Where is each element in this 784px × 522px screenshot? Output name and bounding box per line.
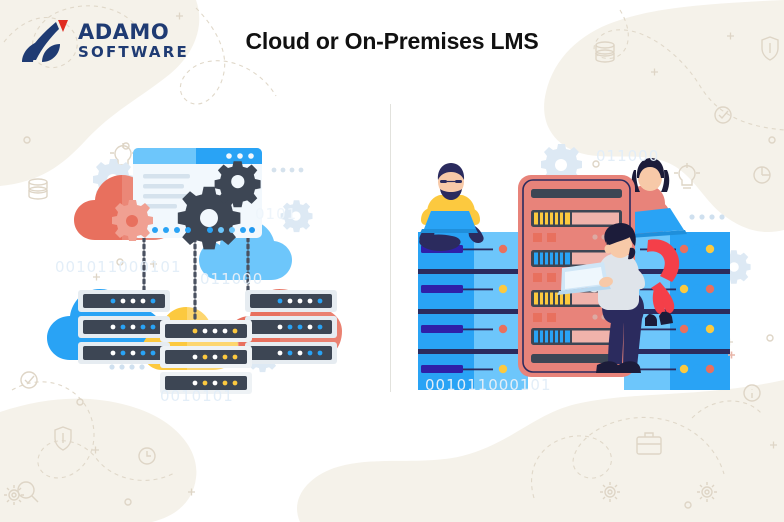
window-dot-icon [248,153,254,159]
plus-mark-icon [728,351,735,359]
server-unit [160,320,252,342]
dot-mark-icon [23,136,31,144]
gear-outline-icon [600,482,620,502]
server-unit [245,290,337,312]
info-circle-icon [743,384,761,402]
binary-label: 011000 [200,270,264,288]
window-dot-icon [226,153,232,159]
logo-wordmark: ADAMO SOFTWARE [78,22,189,60]
rack-row-detail [418,244,528,374]
brand-logo[interactable]: ADAMO SOFTWARE [16,18,187,64]
server-stack-right [245,290,337,364]
dot-row-decor [109,167,304,370]
binary-label: 001011000101 [55,258,182,276]
dot-mark-icon [116,258,124,266]
server-stack-center [160,320,252,394]
server-unit [245,316,337,338]
gear-small-icon [214,161,261,208]
content-text-lines [143,174,190,209]
rack-bay [531,210,622,242]
blob-top-left [0,0,200,186]
blob-bottom-right [297,380,784,522]
coins-stack-icon [28,178,48,200]
person-sitting-cross-legged [419,163,484,251]
adamo-mountain-logo-icon [22,20,68,62]
gear-decor-icon [280,200,313,233]
magnifier-icon [17,481,39,503]
binary-label: 0010101 [160,387,234,405]
gear-decor-icon [112,200,153,241]
server-unit [78,342,170,364]
panel-divider [390,104,391,392]
lightbulb-icon [674,163,700,189]
server-unit [160,372,252,394]
logo-line-software: SOFTWARE [78,43,189,61]
side-rack-left [418,232,528,390]
laptop-icon [424,211,476,229]
cloud-blue-upper-right [199,220,292,280]
window-dot-icon [237,153,243,159]
coins-stack-icon [595,41,615,63]
window-footer-dots [141,227,255,233]
shield-icon [54,426,72,451]
check-circle-icon [20,371,38,389]
dot-mark-icon [768,136,776,144]
browser-window-card [133,148,262,250]
dot-mark-icon [766,334,774,342]
laptop-icon [632,208,684,234]
dot-mark-icon [592,160,600,168]
binary-label: 011000 [596,147,660,165]
pie-chart-icon [753,166,771,184]
server-unit [160,346,252,368]
dot-mark-icon [76,398,84,406]
dot-mark-icon [684,501,692,509]
dot-mark-icon [122,142,130,150]
person-standing-with-laptop [557,223,645,373]
dashed-curve-group [3,5,784,499]
decor-icon-group [4,12,779,509]
server-stack-left [78,290,170,364]
binary-label: 0101 [255,205,298,223]
rack-bay [531,328,622,345]
gear-outline-icon [4,485,24,505]
dot-mark-icon [124,498,132,506]
gear-outline-icon [697,482,717,502]
briefcase-icon [636,432,662,455]
logo-line-adamo: ADAMO [78,20,170,44]
server-unit [78,316,170,338]
server-unit [78,290,170,312]
shield-icon [761,36,779,61]
page-title: Cloud or On-Premises LMS [245,28,539,54]
binary-label: 001011000101 [425,376,552,394]
check-circle-icon [714,106,732,124]
gear-decor-icon [541,144,582,185]
server-unit [245,342,337,364]
dot-row-decor [689,214,725,220]
clock-icon [138,447,156,465]
